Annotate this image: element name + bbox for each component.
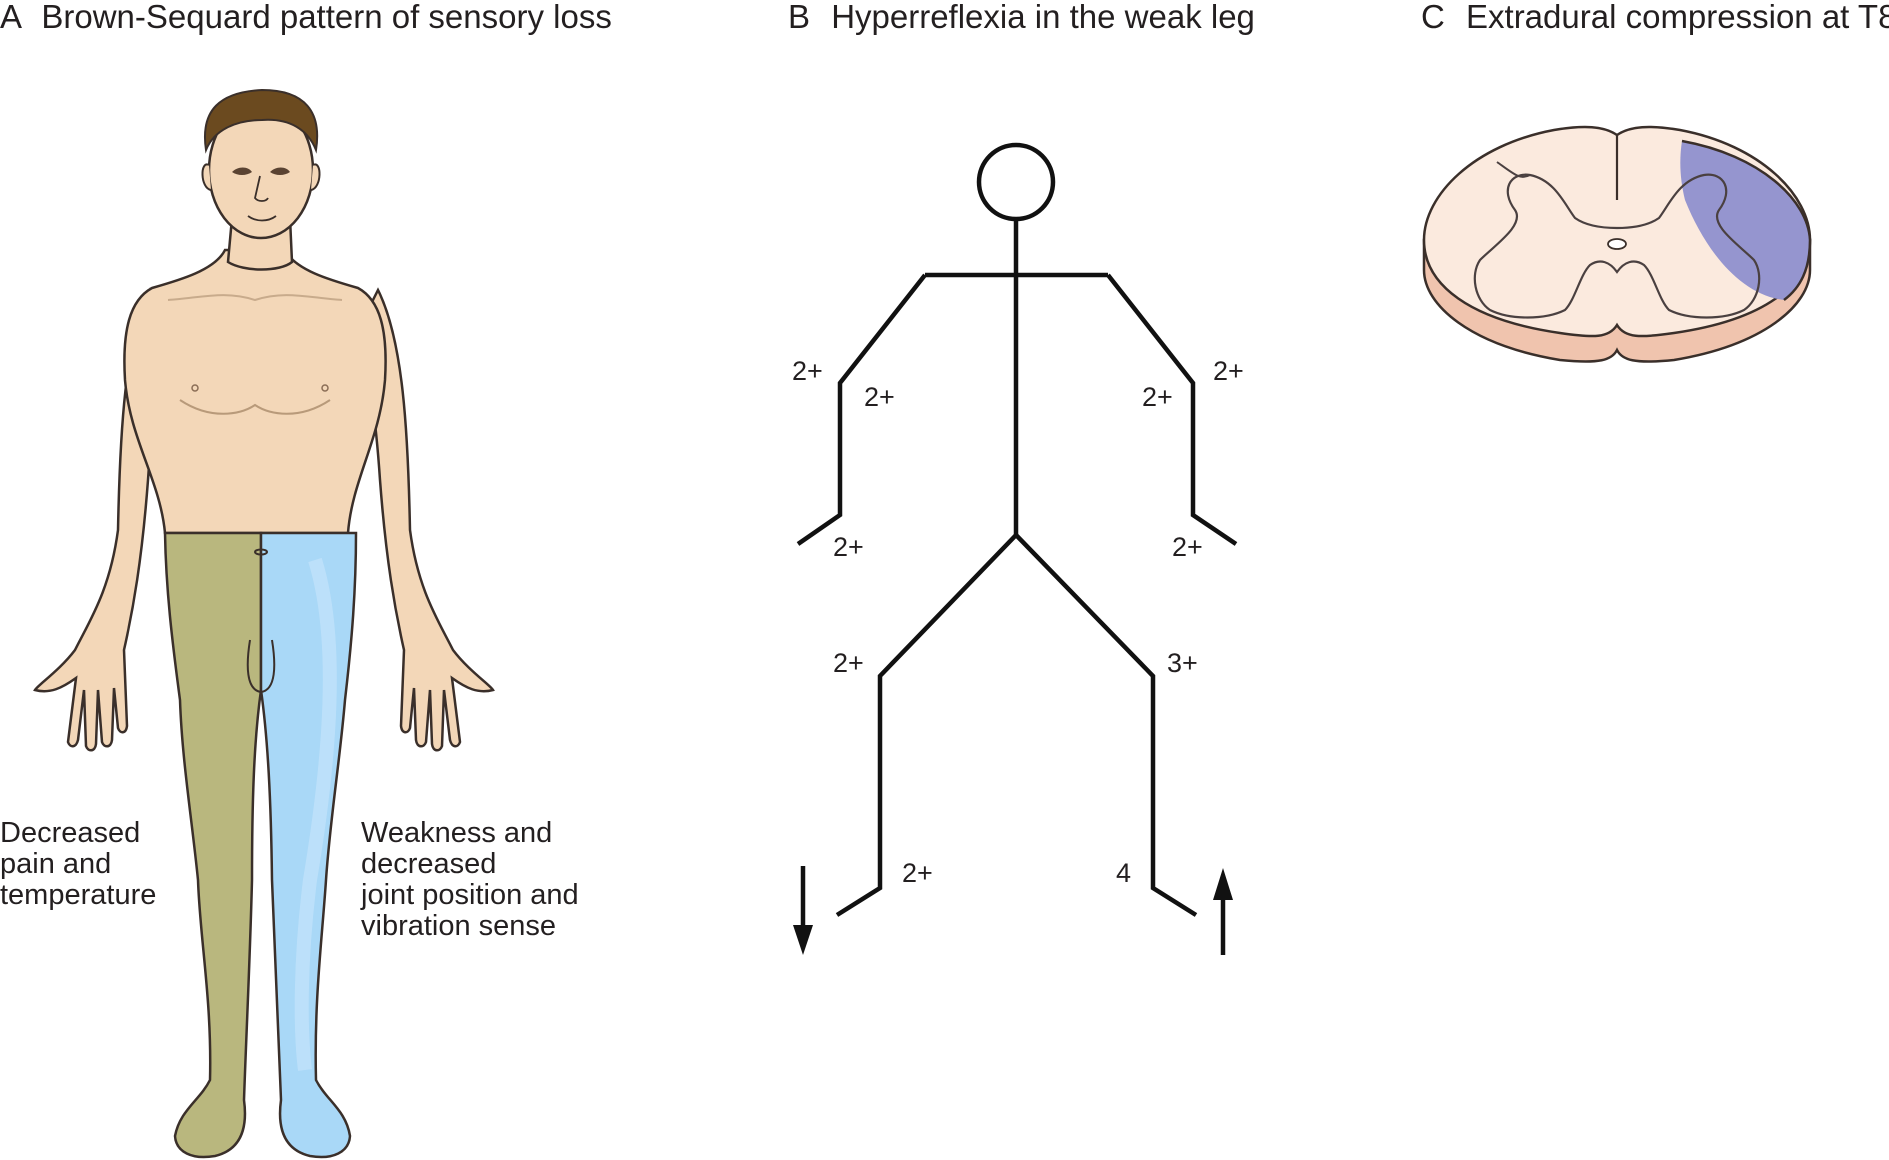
stick-figure xyxy=(796,142,1238,917)
right-nipple xyxy=(321,384,329,392)
genital-outline xyxy=(246,639,276,694)
dorsolateral-tract-line xyxy=(1496,161,1531,178)
reflex-right-biceps-outer: 2+ xyxy=(1213,356,1244,386)
compression-region xyxy=(1680,141,1810,300)
svg-text:B Hyperreflexia in the w: B Hyperreflexia in the weak leg xyxy=(788,0,1255,35)
left-ear xyxy=(201,163,212,191)
stick-figure-right-leg xyxy=(1014,533,1198,917)
right-caption: Weakness and decreased joint position an… xyxy=(360,817,587,942)
panel-b-title: Hyperreflexia in the weak leg xyxy=(831,0,1255,35)
panel-a-letter: A xyxy=(0,0,22,35)
reflex-right-knee: 3+ xyxy=(1167,648,1198,678)
panel-c-letter: C xyxy=(1421,0,1445,35)
right-ear xyxy=(310,163,321,191)
svg-text:C Extradural compression: C Extradural compression at T8 xyxy=(1421,0,1889,35)
reflex-right-ankle: 4 xyxy=(1116,858,1131,888)
right-caption-line-2: decreased xyxy=(361,848,496,880)
left-caption-line-2: pain and xyxy=(0,848,111,880)
nose xyxy=(254,175,269,202)
panel-b-letter: B xyxy=(788,0,810,35)
reflex-left-ankle: 2+ xyxy=(902,858,933,888)
stick-figure-left-leg xyxy=(835,533,1018,917)
stick-figure-right-arm xyxy=(1106,273,1238,546)
panel-a: A Brown-Sequard pattern of sensory loss xyxy=(0,0,612,1159)
reflex-right-wrist: 2+ xyxy=(1172,532,1203,562)
torso xyxy=(123,248,387,535)
reflex-left-wrist: 2+ xyxy=(833,532,864,562)
spinal-cord-cross-section xyxy=(1422,125,1812,363)
reflex-left-biceps-inner: 2+ xyxy=(864,382,895,412)
cord-gray-matter xyxy=(1473,173,1761,319)
right-caption-line-3: joint position and xyxy=(360,879,579,911)
reflex-right-biceps-inner: 2+ xyxy=(1142,382,1173,412)
left-caption: Decreased pain and temperature xyxy=(0,817,156,911)
right-caption-line-4: vibration sense xyxy=(361,910,556,942)
left-caption-line-1: Decreased xyxy=(0,817,140,849)
right-eye xyxy=(270,167,290,175)
panel-c: C Extradural compression at T8 xyxy=(1421,0,1889,363)
panel-b: B Hyperreflexia in the weak leg 2+ 2+ 2+… xyxy=(788,0,1255,955)
compression-region-outline xyxy=(1681,139,1812,301)
reflex-left-knee: 2+ xyxy=(833,648,864,678)
left-leg-sensory-zone xyxy=(163,531,263,1159)
stick-figure-left-arm xyxy=(796,273,927,546)
panel-c-title: Extradural compression at T8 xyxy=(1466,0,1889,35)
left-nipple xyxy=(191,384,199,392)
clavicle-contour xyxy=(167,294,343,302)
body-illustration xyxy=(33,88,495,1159)
stick-figure-head xyxy=(976,142,1056,222)
central-canal xyxy=(1607,238,1627,250)
left-eye xyxy=(232,167,252,175)
plantar-right-up-arrow xyxy=(1213,868,1233,955)
plantar-left-down-arrow xyxy=(793,866,813,955)
right-caption-line-1: Weakness and xyxy=(361,817,552,849)
hair xyxy=(204,88,319,154)
mouth xyxy=(247,215,277,222)
reflex-left-biceps-outer: 2+ xyxy=(792,356,823,386)
left-caption-line-3: temperature xyxy=(0,879,156,911)
chest-contour xyxy=(179,399,331,415)
right-arm xyxy=(356,287,495,752)
navel xyxy=(254,548,268,556)
right-leg-highlight xyxy=(294,557,337,1071)
panel-a-title: Brown-Sequard pattern of sensory loss xyxy=(41,0,611,35)
svg-text:A Brown-Sequard pattern: A Brown-Sequard pattern of sensory loss xyxy=(0,0,612,35)
